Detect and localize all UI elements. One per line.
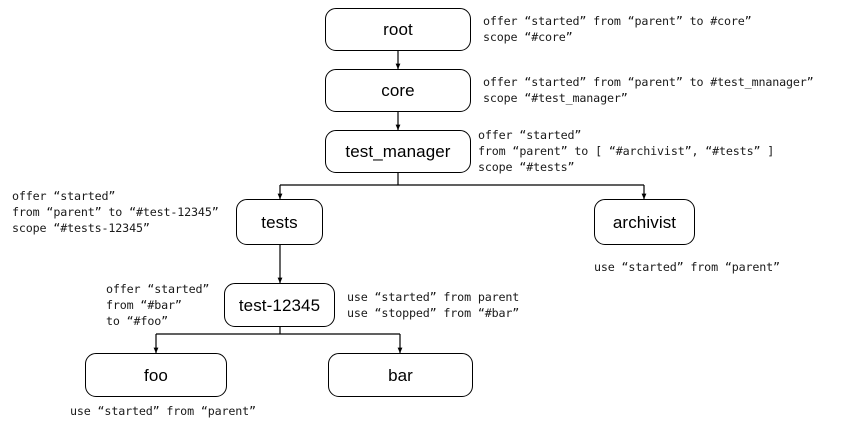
- annotation-root: offer “started” from “parent” to #core” …: [483, 14, 752, 44]
- annotation-foo: use “started” from “parent”: [70, 404, 256, 418]
- node-root[interactable]: root: [325, 8, 471, 51]
- annotation-test-manager: offer “started” from “parent” to [ “#arc…: [478, 128, 775, 174]
- annotation-archivist: use “started” from “parent”: [594, 260, 780, 274]
- node-test-manager[interactable]: test_manager: [325, 130, 471, 173]
- annotation-core: offer “started” from “parent” to #test_m…: [483, 75, 814, 105]
- edge-test-manager-fanout: [277, 173, 647, 200]
- annotation-tests: offer “started” from “parent” to “#test-…: [12, 189, 219, 235]
- node-archivist[interactable]: archivist: [594, 199, 695, 245]
- node-foo[interactable]: foo: [85, 353, 227, 397]
- annotation-test-12345-left: offer “started” from “#bar” to “#foo”: [106, 282, 210, 328]
- node-core[interactable]: core: [325, 69, 471, 112]
- edge-test-12345-fanout: [153, 327, 403, 354]
- node-test-12345[interactable]: test-12345: [224, 283, 335, 327]
- node-bar[interactable]: bar: [328, 353, 473, 397]
- annotation-test-12345-right: use “started” from parent use “stopped” …: [347, 290, 520, 320]
- node-tests[interactable]: tests: [236, 199, 323, 245]
